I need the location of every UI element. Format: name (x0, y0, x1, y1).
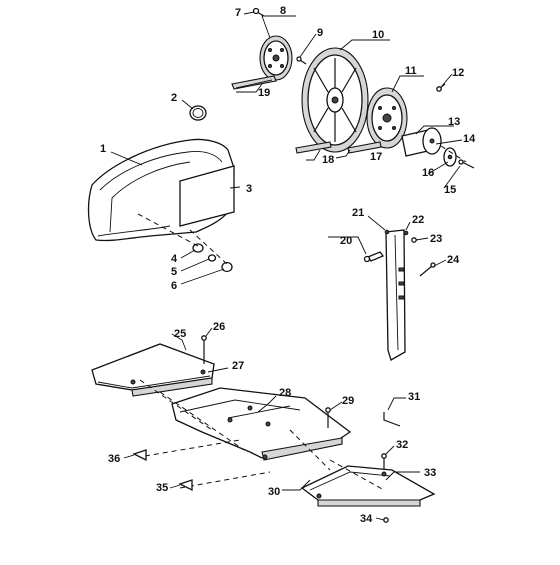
leader-lines (110, 11, 463, 521)
callout-17: 17 (370, 151, 382, 163)
plate-33 (300, 465, 436, 507)
o-ring (189, 105, 207, 121)
plate-28 (171, 387, 352, 461)
callout-1: 1 (100, 143, 106, 155)
callout-18: 18 (322, 154, 334, 166)
vertical-bracket (385, 229, 406, 361)
screw-21 (384, 229, 390, 235)
callout-29: 29 (342, 395, 354, 407)
screw-9 (296, 56, 307, 65)
pin-24 (419, 262, 436, 277)
callout-10: 10 (372, 29, 384, 41)
callout-27: 27 (232, 360, 244, 372)
callout-9: 9 (317, 27, 323, 39)
belt-small (231, 75, 277, 90)
large-pulley (301, 47, 369, 153)
callout-5: 5 (171, 266, 177, 278)
callout-6: 6 (171, 280, 177, 292)
callout-26: 26 (213, 321, 225, 333)
callout-31: 31 (408, 391, 420, 403)
callout-8: 8 (280, 5, 286, 17)
screw-7 (252, 7, 265, 17)
callout-labels: 1 2 3 4 5 6 7 8 9 10 11 12 13 14 15 16 1… (100, 5, 476, 525)
medium-pulley (366, 87, 408, 149)
hex-key-31 (383, 412, 401, 427)
screw-29 (325, 407, 331, 413)
callout-13: 13 (448, 116, 460, 128)
screw-22 (403, 230, 409, 236)
screw-12 (436, 83, 446, 92)
callout-24: 24 (447, 254, 460, 266)
pin-20 (363, 251, 385, 263)
bolt-36 (132, 449, 147, 462)
callout-25: 25 (174, 328, 186, 340)
callout-4: 4 (171, 253, 178, 265)
screw-32 (381, 453, 387, 459)
callout-23: 23 (430, 233, 442, 245)
callout-22: 22 (412, 214, 424, 226)
shaft-assembly (401, 127, 475, 169)
small-pulley (259, 35, 293, 81)
bolt-35 (178, 479, 193, 492)
callout-2: 2 (171, 92, 177, 104)
callout-20: 20 (340, 235, 352, 247)
callout-30: 30 (268, 486, 280, 498)
callout-36: 36 (108, 453, 120, 465)
callout-21: 21 (352, 207, 364, 219)
callout-28: 28 (279, 387, 291, 399)
callout-7: 7 (235, 7, 241, 19)
callout-33: 33 (424, 467, 436, 479)
plate-25 (91, 343, 215, 397)
callout-3: 3 (246, 183, 252, 195)
screw-washer-set (192, 243, 233, 273)
screw-34 (383, 517, 389, 523)
callout-19: 19 (258, 87, 270, 99)
belt-large (295, 141, 332, 154)
screw-23 (411, 237, 417, 243)
callout-16: 16 (422, 167, 434, 179)
screw-26 (201, 335, 207, 341)
callout-34: 34 (360, 513, 373, 525)
callout-15: 15 (444, 184, 456, 196)
callout-11: 11 (405, 65, 417, 77)
guard-plate (179, 165, 235, 227)
callout-12: 12 (452, 67, 464, 79)
callout-35: 35 (156, 482, 168, 494)
callout-14: 14 (463, 133, 476, 145)
callout-32: 32 (396, 439, 408, 451)
